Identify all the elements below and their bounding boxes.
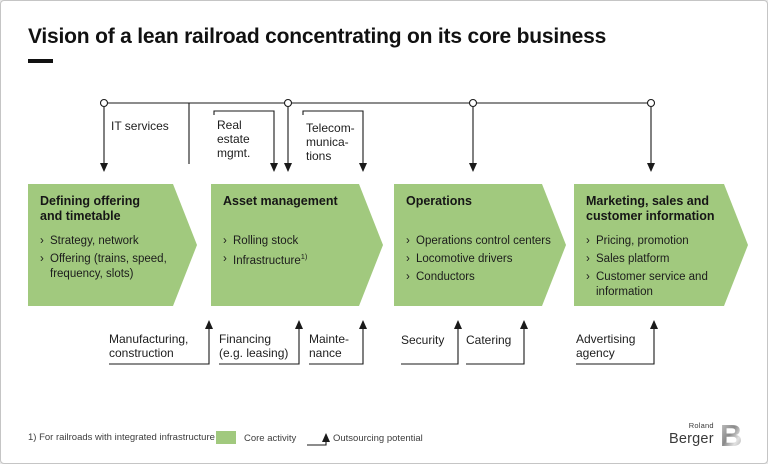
box-heading: Marketing, sales and customer informatio… bbox=[586, 194, 715, 224]
core-box-operations: Operations › Operations control centers … bbox=[394, 184, 566, 306]
list-item: › Customer service and information bbox=[586, 270, 722, 300]
label-real-estate-mgmt: Real estate mgmt. bbox=[217, 118, 251, 161]
bullet-chevron: › bbox=[406, 252, 410, 265]
bullet-text: Rolling stock bbox=[233, 235, 299, 247]
label-advertising-agency: Advertising agency bbox=[576, 332, 636, 361]
list-item: › Infrastructure1) bbox=[223, 252, 357, 269]
list-item: › Locomotive drivers bbox=[406, 252, 560, 267]
core-box-marketing-sales: Marketing, sales and customer informatio… bbox=[574, 184, 748, 306]
list-item: › Offering (trains, speed, frequency, sl… bbox=[40, 252, 171, 282]
legend-outsourcing-arrow bbox=[307, 433, 330, 446]
list-item: › Sales platform bbox=[586, 252, 722, 267]
bullet-chevron: › bbox=[40, 235, 44, 247]
label-manufacturing-construction: Manufacturing, construction bbox=[109, 332, 189, 361]
core-box-defining-offering: Defining offering and timetable › Strate… bbox=[28, 184, 197, 306]
label-telecommunications: Telecom- munica- tions bbox=[306, 121, 355, 164]
legend-core-label: Core activity bbox=[244, 433, 297, 444]
logo-berger: Berger bbox=[669, 430, 714, 447]
connector-dot bbox=[99, 98, 109, 108]
bullet-chevron: › bbox=[223, 235, 227, 247]
logo-wordmark: Roland Berger bbox=[669, 419, 714, 446]
label-maintenance: Mainte- nance bbox=[309, 332, 350, 361]
bullet-chevron: › bbox=[586, 252, 590, 265]
label-catering: Catering bbox=[466, 333, 512, 347]
footnote-marker: 1) bbox=[300, 251, 308, 261]
svg-text:B: B bbox=[720, 419, 742, 450]
title-underline bbox=[28, 59, 53, 63]
bullet-text: Customer service and information bbox=[596, 270, 708, 298]
list-item: › Conductors bbox=[406, 270, 560, 285]
roland-berger-logo: Roland Berger B bbox=[669, 419, 743, 450]
bullet-text: Conductors bbox=[416, 270, 475, 283]
legend-core-swatch bbox=[216, 431, 236, 444]
connector-dot bbox=[283, 98, 293, 108]
bullet-chevron: › bbox=[223, 252, 227, 265]
logo-roland: Roland bbox=[688, 421, 714, 430]
box-heading: Operations bbox=[406, 194, 472, 208]
box-heading: Asset management bbox=[223, 194, 338, 208]
bullet-text: Locomotive drivers bbox=[416, 252, 513, 265]
bullet-text: Infrastructure1) bbox=[233, 251, 308, 267]
footnote: 1) For railroads with integrated infrast… bbox=[28, 432, 215, 443]
legend-outsourcing-label: Outsourcing potential bbox=[333, 433, 423, 444]
label-financing: Financing (e.g. leasing) bbox=[219, 332, 289, 361]
list-item: › Operations control centers bbox=[406, 234, 560, 249]
bullet-text: Sales platform bbox=[596, 252, 670, 265]
list-item: › Pricing, promotion bbox=[586, 234, 722, 249]
bullet-chevron: › bbox=[586, 270, 590, 283]
bullet-chevron: › bbox=[586, 235, 590, 247]
bullet-text: Offering (trains, speed, frequency, slot… bbox=[50, 252, 167, 280]
label-it-services: IT services bbox=[111, 119, 169, 133]
bullet-text: Operations control centers bbox=[416, 235, 551, 247]
list-item: › Rolling stock bbox=[223, 234, 357, 249]
list-item: › Strategy, network bbox=[40, 234, 171, 249]
bullet-chevron: › bbox=[406, 270, 410, 283]
bullet-text: Strategy, network bbox=[50, 235, 139, 247]
connector-dot bbox=[468, 98, 478, 108]
bullet-chevron: › bbox=[406, 235, 410, 247]
box-heading: Defining offering and timetable bbox=[40, 194, 140, 224]
core-box-asset-management: Asset management › Rolling stock › Infra… bbox=[211, 184, 383, 306]
page-title: Vision of a lean railroad concentrating … bbox=[28, 25, 607, 48]
logo-b-monogram-icon: B bbox=[720, 419, 742, 450]
bullet-chevron: › bbox=[40, 252, 44, 265]
connector-dot bbox=[646, 98, 656, 108]
label-security: Security bbox=[401, 333, 445, 347]
bullet-text: Pricing, promotion bbox=[596, 235, 689, 247]
